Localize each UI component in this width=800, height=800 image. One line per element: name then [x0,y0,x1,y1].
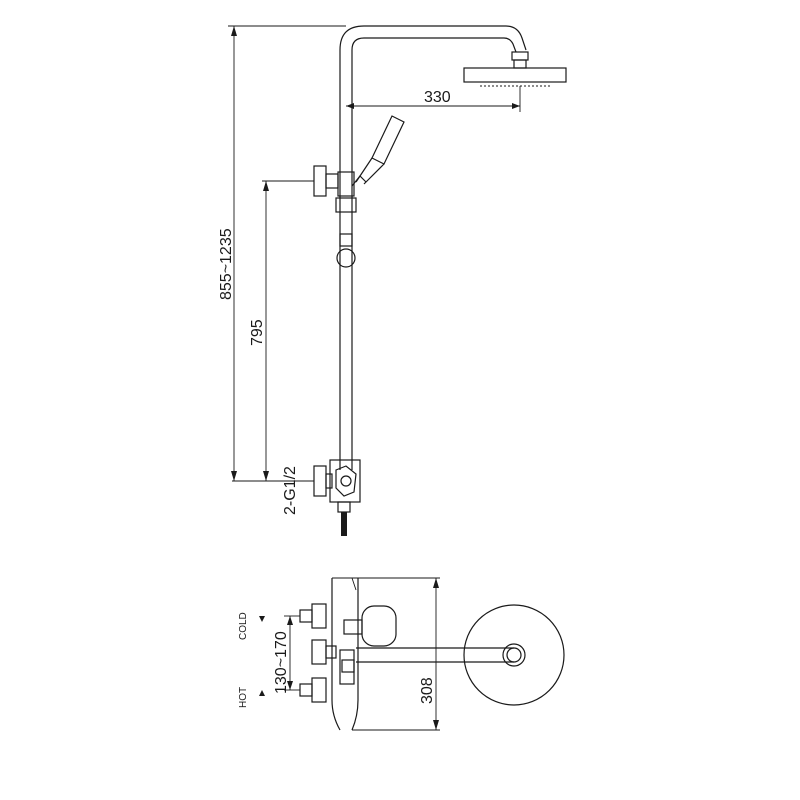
arm-reach-label: 330 [424,89,451,106]
inlet-spacing-dimension: 130~170 [273,616,293,694]
connection-label: 2-G1/2 [282,466,299,515]
connection-spec: 2-G1/2 [282,466,299,515]
center-connector [311,639,337,665]
inlet-spacing-label: 130~170 [273,631,290,694]
riser-pipe [339,50,353,470]
hand-shower [351,115,405,187]
depth-dimension: 308 [419,578,439,730]
rail-holder [335,171,357,268]
front-elevation: 330 [218,25,567,536]
plan-shower-arm [356,647,514,663]
depth-label: 308 [419,677,436,704]
arm-reach-dimension: 330 [346,86,521,112]
height-range-dimension: 855~1235 [218,25,346,481]
lower-wall-connector [232,465,333,497]
hot-label: HOT [238,687,249,708]
cold-label: COLD [238,612,249,640]
outlet-height-dimension: 795 [249,181,269,481]
height-range-label: 855~1235 [218,228,235,300]
upper-wall-bracket [262,165,339,197]
hot-inlet: HOT [238,677,327,708]
shower-arm [339,25,529,69]
outlet-height-label: 795 [249,319,266,346]
plan-view: COLD HOT [238,577,565,731]
wall-section [331,577,440,731]
plan-shower-head [463,604,565,706]
shower-head [463,67,567,87]
mixer-valve [329,459,361,536]
valve-knob [339,605,397,685]
cold-inlet: COLD [238,603,327,640]
